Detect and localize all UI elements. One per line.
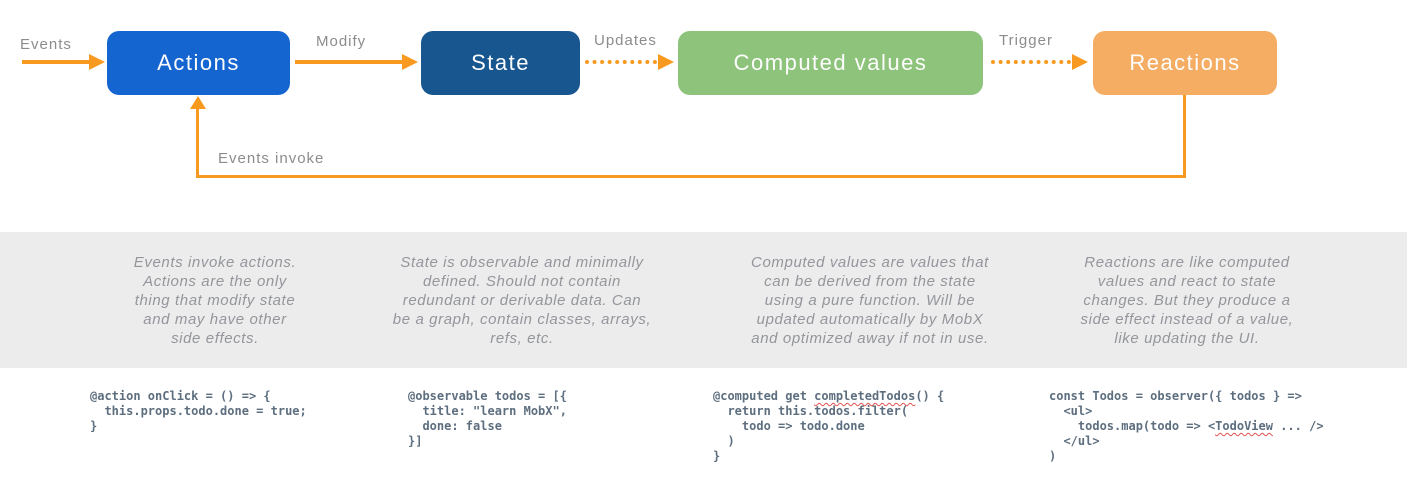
node-reactions[interactable]: Reactions: [1093, 31, 1277, 95]
node-state-label: State: [471, 50, 530, 75]
updates-arrowhead-icon: [658, 54, 674, 70]
code-observer-post: ... /> </ul> ): [1049, 419, 1324, 463]
updates-dotted-line: [585, 60, 657, 64]
code-computed-post: () { return this.todos.filter( todo => t…: [713, 389, 945, 463]
node-actions-label: Actions: [157, 50, 240, 75]
edge-label-events-invoke: Events invoke: [218, 150, 325, 167]
node-actions[interactable]: Actions: [107, 31, 290, 95]
feedback-line-right-vertical: [1183, 95, 1186, 178]
events-arrow-line: [22, 60, 90, 64]
events-arrowhead-icon: [89, 54, 105, 70]
feedback-arrowhead-icon: [190, 96, 206, 109]
code-computed-squiggle-word: completedTodos: [814, 389, 916, 403]
edge-label-trigger: Trigger: [999, 32, 1053, 49]
code-computed-pre: @computed get: [713, 389, 815, 403]
code-observer-pre: const Todos = observer({ todos } => <ul>…: [1049, 389, 1302, 433]
modify-arrow-line: [295, 60, 403, 64]
code-observer-squiggle-word: TodoView: [1215, 419, 1273, 433]
node-state[interactable]: State: [421, 31, 580, 95]
node-computed-values[interactable]: Computed values: [678, 31, 983, 95]
description-computed-values: Computed values are values that can be d…: [751, 254, 989, 347]
edge-label-updates: Updates: [594, 32, 657, 49]
node-reactions-label: Reactions: [1129, 50, 1241, 75]
code-sample-observer: const Todos = observer({ todos } => <ul>…: [1049, 389, 1324, 464]
description-reactions: Reactions are like computed values and r…: [1080, 254, 1294, 347]
code-sample-action: @action onClick = () => { this.props.tod…: [90, 389, 307, 433]
modify-arrowhead-icon: [402, 54, 418, 70]
feedback-line-horizontal: [196, 175, 1186, 178]
trigger-arrowhead-icon: [1072, 54, 1088, 70]
node-computed-values-label: Computed values: [733, 50, 928, 75]
trigger-dotted-line: [991, 60, 1071, 64]
description-band: [0, 232, 1407, 368]
description-actions: Events invoke actions. Actions are the o…: [133, 254, 297, 347]
edge-label-modify: Modify: [316, 33, 367, 50]
edge-label-events: Events: [20, 36, 72, 53]
code-sample-computed: @computed get completedTodos() { return …: [713, 389, 944, 464]
code-sample-observable: @observable todos = [{ title: "learn Mob…: [408, 389, 567, 448]
feedback-line-left-vertical: [196, 106, 199, 178]
description-state: State is observable and minimally define…: [392, 254, 652, 347]
